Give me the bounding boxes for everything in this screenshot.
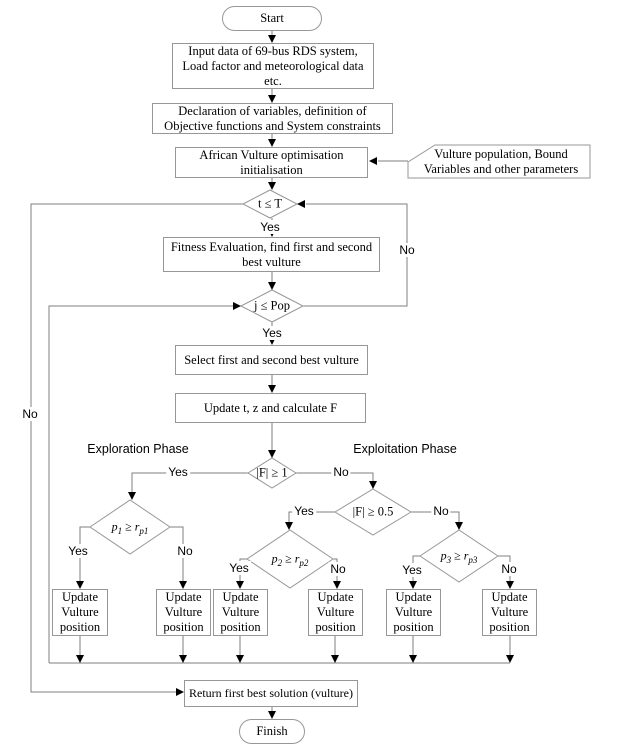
exploration-phase-label: Exploration Phase	[87, 442, 189, 456]
update-position-label: Update Vulture position	[315, 590, 356, 634]
update-position-label: Update Vulture position	[163, 590, 204, 634]
p2-rhs: r	[294, 551, 300, 566]
branch-yes-j: Yes	[260, 326, 284, 340]
p3-lhs: p	[440, 548, 447, 563]
return-best-label: Return first best solution (vulture)	[189, 686, 353, 700]
p1-lhs: p	[111, 519, 118, 534]
decision-diamonds	[89, 144, 591, 589]
cond-f05-diamond-shape	[334, 488, 412, 536]
fitness-label: Fitness Evaluation, find first and secon…	[170, 239, 373, 269]
start-label: Start	[260, 11, 284, 25]
update-position-node-4: Update Vulture position	[308, 589, 363, 636]
cond-p3-diamond-shape	[419, 529, 499, 583]
p2-rhs-sub: p2	[299, 557, 309, 568]
cond-j-diamond-shape	[239, 289, 305, 323]
avo-init-label: African Vulture optimisation initialisat…	[199, 147, 344, 177]
p2-op: ≥	[285, 551, 292, 566]
update-position-node-2: Update Vulture position	[156, 589, 211, 636]
avo-init-node: African Vulture optimisation initialisat…	[175, 147, 368, 178]
cond-j-label: j ≤ Pop	[253, 298, 291, 313]
branch-no-p2: No	[328, 562, 348, 576]
cond-p2-label: p2≥rp2	[271, 551, 309, 568]
update-position-label: Update Vulture position	[393, 590, 434, 634]
branch-yes-f1: Yes	[166, 465, 190, 479]
cond-f1-diamond-shape	[247, 457, 297, 489]
update-tzf-label: Update t, z and calculate F	[203, 400, 338, 415]
return-best-node: Return first best solution (vulture)	[184, 680, 358, 707]
fitness-node: Fitness Evaluation, find first and secon…	[163, 237, 380, 272]
branch-yes-p2: Yes	[227, 561, 251, 575]
p1-rhs: r	[134, 519, 140, 534]
update-position-node-5: Update Vulture position	[386, 589, 441, 636]
p3-rhs: r	[463, 548, 469, 563]
arrowheads	[76, 35, 514, 719]
declaration-node: Declaration of variables, definition of …	[152, 103, 393, 134]
p2-lhs: p	[271, 551, 278, 566]
p1-op: ≥	[125, 519, 132, 534]
p3-rhs-sub: p3	[468, 554, 478, 565]
vulture-params-label: Vulture population, Bound Variables and …	[423, 146, 579, 176]
update-position-label: Update Vulture position	[220, 590, 261, 634]
p3-op: ≥	[454, 548, 461, 563]
update-position-label: Update Vulture position	[489, 590, 530, 634]
update-position-label: Update Vulture position	[59, 590, 101, 634]
branch-no-j-loop: No	[397, 243, 417, 257]
update-position-node-1: Update Vulture position	[52, 589, 108, 636]
p1-rhs-sub: p1	[139, 525, 149, 536]
cond-p2-diamond-shape	[246, 529, 334, 589]
branch-yes-f05: Yes	[292, 504, 316, 518]
cond-p1-diamond-shape	[89, 499, 171, 555]
input-data-label: Input data of 69-bus RDS system, Load fa…	[182, 43, 364, 88]
branch-no-p3: No	[499, 562, 519, 576]
select-best-node: Select first and second best vulture	[175, 345, 368, 375]
update-position-node-3: Update Vulture position	[213, 589, 268, 636]
branch-no-p1: No	[175, 544, 195, 558]
branch-no-f1: No	[331, 465, 351, 479]
vulture-params-shape	[407, 144, 591, 179]
p3-lhs-sub: 3	[446, 554, 452, 565]
input-data-node: Input data of 69-bus RDS system, Load fa…	[172, 43, 374, 89]
cond-f1-label: |F| ≥ 1	[256, 465, 288, 480]
branch-no-t: No	[20, 407, 40, 421]
branch-yes-p3: Yes	[400, 563, 424, 577]
cond-f05-label: |F| ≥ 0.5	[352, 504, 394, 519]
vulture-params-node: Vulture population, Bound Variables and …	[412, 145, 590, 178]
cond-p3-label: p3≥rp3	[440, 548, 478, 565]
start-node: Start	[222, 6, 322, 31]
finish-label: Finish	[256, 724, 288, 738]
update-tzf-node: Update t, z and calculate F	[175, 393, 366, 423]
branch-no-f05: No	[431, 504, 451, 518]
exploitation-phase-label: Exploitation Phase	[353, 442, 457, 456]
cond-t-label: t ≤ T	[258, 196, 282, 211]
declaration-label: Declaration of variables, definition of …	[164, 103, 381, 133]
finish-node: Finish	[239, 719, 305, 744]
connector-lines	[30, 30, 511, 713]
branch-yes-t: Yes	[258, 220, 282, 234]
branch-yes-p1: Yes	[66, 544, 90, 558]
update-position-node-6: Update Vulture position	[482, 589, 537, 636]
p2-lhs-sub: 2	[277, 557, 283, 568]
p1-lhs-sub: 1	[117, 525, 123, 536]
cond-p1-label: p1≥rp1	[111, 519, 149, 536]
select-best-label: Select first and second best vulture	[184, 352, 359, 367]
